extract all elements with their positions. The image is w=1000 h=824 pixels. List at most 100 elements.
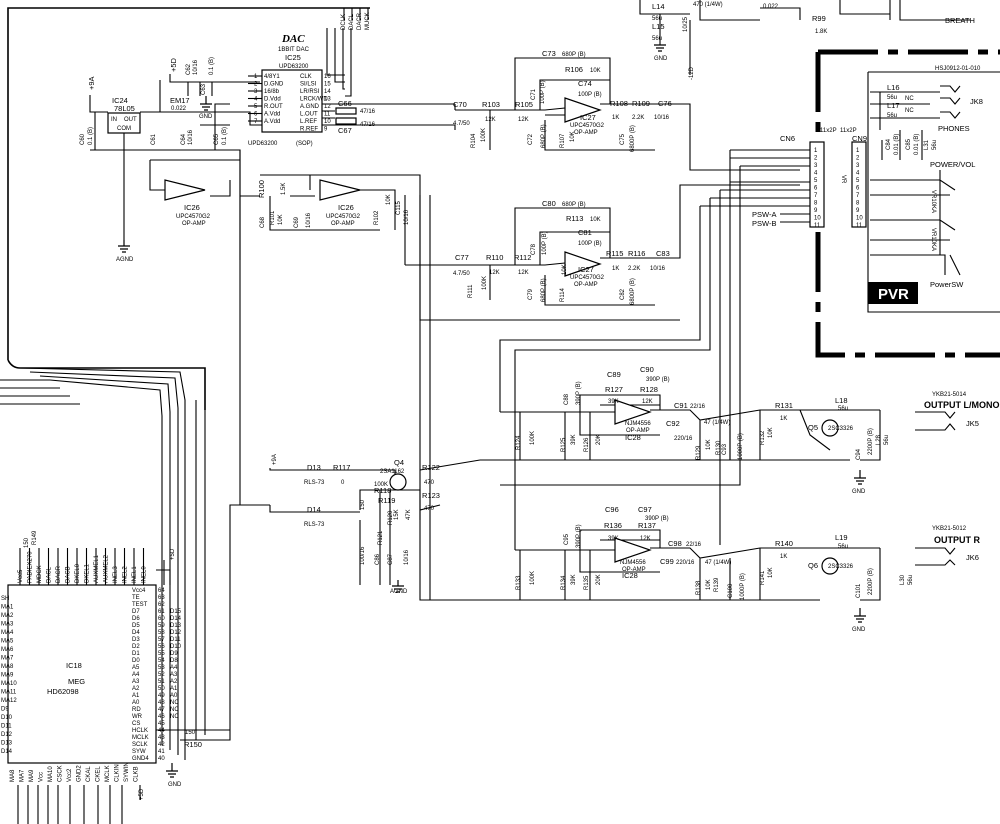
ic18-pin-label: SCLK <box>132 742 148 748</box>
part-value: 100P (B) <box>578 241 602 247</box>
ic18-pin-label: MCLK <box>132 735 149 741</box>
ic18-pin-label: TE <box>132 595 140 601</box>
part-value: 390P (B) <box>646 377 670 383</box>
part-label: L17 <box>887 101 900 110</box>
part-value: 2.2K <box>632 115 644 121</box>
ic18-pin-label: MA3 <box>1 622 14 628</box>
ic18-pin-label: A0 <box>132 700 140 706</box>
part-label: R119 <box>378 496 395 505</box>
wire <box>455 57 800 171</box>
part-label: R129 <box>696 445 702 460</box>
part-label: C62 <box>186 63 192 75</box>
part-value: 10/16 <box>306 212 312 228</box>
wire <box>404 184 800 306</box>
bus-line <box>326 28 352 97</box>
opamp-type: UPC4570G2 <box>176 214 211 220</box>
part-value: 56u <box>932 140 938 150</box>
supply-label: +5D <box>139 788 145 800</box>
part-label: R104 <box>471 133 477 148</box>
part-label: C68 <box>260 216 266 228</box>
dac-pin-label: CLK <box>300 74 312 80</box>
ic18-pin-label: SH <box>1 596 9 602</box>
supply-label: GND <box>168 782 182 788</box>
connector-label: CN9 <box>852 134 867 143</box>
part-label: C115 <box>396 200 402 215</box>
wire <box>519 550 591 600</box>
ic18-pin-label: CS <box>132 721 140 727</box>
part-label: R141 <box>760 570 766 585</box>
part-label: C83 <box>656 249 670 258</box>
jack-label: JK6 <box>966 553 979 562</box>
ic18-pin-label: MA7 <box>20 769 26 782</box>
ic18-pin-label: AUXMEL1 <box>94 554 100 583</box>
part-value: 680P (B) <box>562 202 586 208</box>
part-value: 6800P (B) <box>630 278 636 305</box>
dac-number-bottom: UPD63200 <box>248 141 278 147</box>
part-value: 47 (1/4W) <box>705 560 731 566</box>
dac-pin-number: 16 <box>324 74 331 80</box>
ic24-ref: IC24 <box>112 96 128 105</box>
ic18-pin-label: MA12 <box>1 698 17 704</box>
ic18-pin-label: D5 <box>132 623 140 629</box>
ic18-net-label: NC <box>170 714 179 720</box>
ic18-pin-label: DACR <box>56 565 62 583</box>
part-value: 12K <box>518 270 529 276</box>
ic18-pin-label: D10 <box>1 715 13 721</box>
bus-line <box>343 8 369 20</box>
part-label: R123 <box>422 491 440 500</box>
supply-label: +9A <box>87 76 96 90</box>
opamp-ref: IC28 <box>625 433 641 442</box>
gnd-symbol <box>118 240 130 253</box>
part-label: R133 <box>516 575 522 590</box>
ic18-pin-number: 47 <box>158 707 165 713</box>
ic18-pin-label: D4 <box>132 630 140 636</box>
ic18-pin-label: D9 <box>1 707 9 713</box>
part-label: R140 <box>775 539 793 548</box>
dac-pin-label: LR/RSI <box>300 89 320 95</box>
ic18-pin-label: Vcc5 <box>18 569 24 583</box>
part-label: R115 <box>606 249 623 258</box>
jack-label: JK5 <box>966 419 979 428</box>
dac-pin-number: 7 <box>254 119 258 125</box>
pvr-label: PVR <box>878 286 909 303</box>
part-value: 10K <box>570 131 576 142</box>
part-value: 6800P (B) <box>630 125 636 152</box>
opamp-ref: IC28 <box>622 571 638 580</box>
ic18-pin-label: TEST <box>132 602 148 608</box>
part-value: 1000P (B) <box>738 433 744 460</box>
ic18-pin-label: Vcc4 <box>132 588 146 594</box>
part-label: R116 <box>628 249 645 258</box>
ic18-pin-number: 53 <box>158 665 165 671</box>
ic18-net-label: D9 <box>170 651 178 657</box>
part-value: 10K <box>706 439 712 450</box>
supply-label: GND <box>654 56 668 62</box>
dac-pin-number: 14 <box>324 89 331 95</box>
dac-pin-number: 5 <box>254 104 258 110</box>
part-value: 220/16 <box>674 436 693 442</box>
part-value: 56u <box>652 36 662 42</box>
part-label: R107 <box>560 133 566 148</box>
wire <box>515 529 935 601</box>
part-value: 150 <box>24 537 30 548</box>
connector-pin-number: 6 <box>814 186 818 192</box>
dac-ref: IC25 <box>285 53 301 62</box>
part-label: Q4 <box>394 458 404 467</box>
output-label: OUTPUT R <box>934 535 980 545</box>
cap-value: 47/16 <box>360 109 376 115</box>
part-label: C65 <box>214 133 220 145</box>
part-label: L31 <box>924 139 930 150</box>
dac-number: UPD63200 <box>279 64 309 70</box>
opamp-ref: IC27 <box>578 265 594 274</box>
ic18-pin-label: D2 <box>132 644 140 650</box>
part-value: 0.1 (B) <box>222 127 228 145</box>
ic18-pin-number: 51 <box>158 679 165 685</box>
part-label: R109 <box>632 99 650 108</box>
part-value: 10K <box>706 579 712 590</box>
part-value: 39K <box>608 399 619 405</box>
ic18-net-label: A1 <box>170 686 178 692</box>
part-value: 1K <box>780 554 787 560</box>
part-label: C97 <box>638 505 652 514</box>
part-value: 10K <box>590 217 601 223</box>
